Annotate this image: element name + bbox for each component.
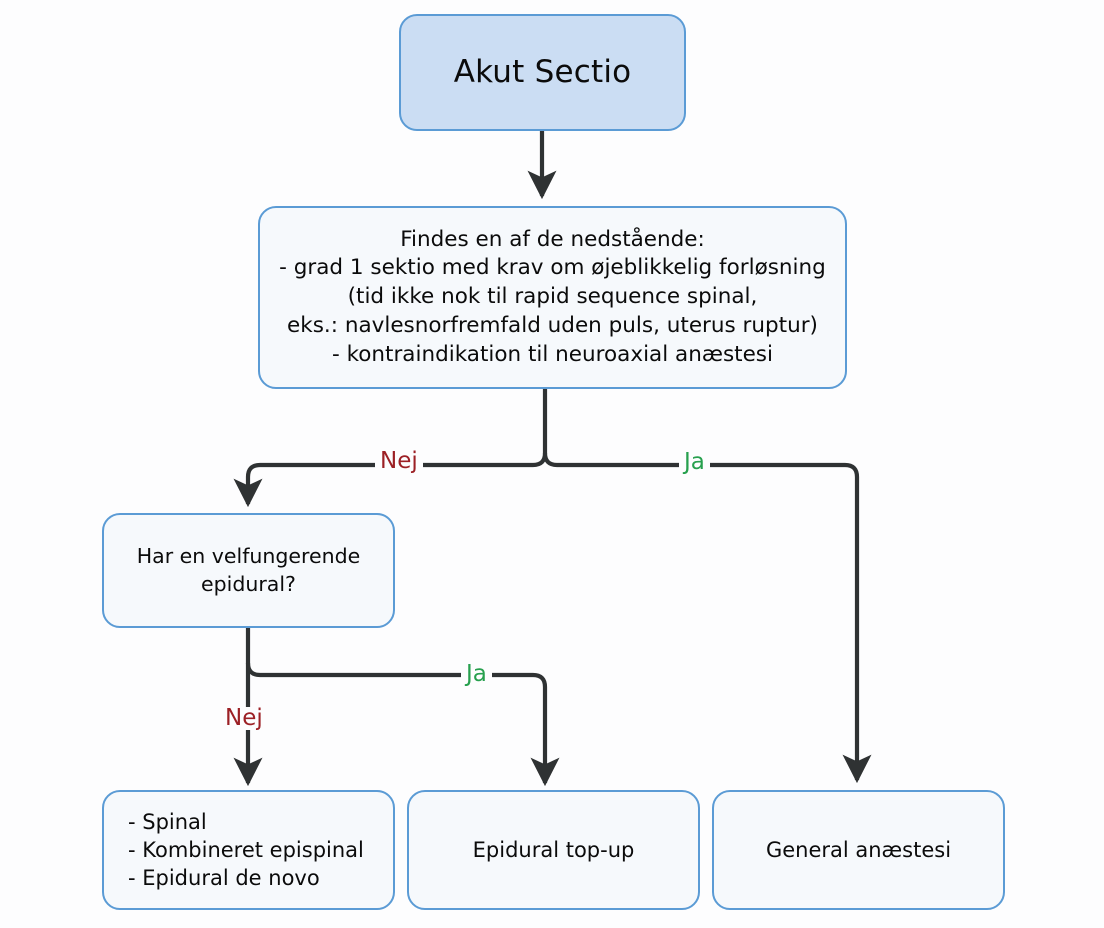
node-label: - Spinal - Kombineret epispinal - Epidur… [128,809,364,891]
edge-main-trunk [542,389,872,784]
edge-label-epidural-yes: Ja [461,663,492,686]
node-general-anaestesi[interactable]: General anæstesi [712,790,1005,910]
node-label: Akut Sectio [453,53,632,90]
node-akut-sectio[interactable]: Akut Sectio [399,14,686,131]
node-label: General anæstesi [765,837,952,862]
node-har-en-velfungerende-epidural[interactable]: Har en velfungerende epidural? [102,513,395,628]
node-label: Findes en af de nedstående: - grad 1 sek… [279,226,826,367]
node-epidural-top-up[interactable]: Epidural top-up [407,790,700,910]
node-findes-en-af-de-nedstaaende[interactable]: Findes en af de nedstående: - grad 1 sek… [258,206,847,389]
node-spinal-options[interactable]: - Spinal - Kombineret epispinal - Epidur… [102,790,395,910]
edge-epidural-yes [245,662,560,787]
edge-label-main-no: Nej [375,450,423,473]
node-label: Epidural top-up [472,837,635,862]
node-label: Har en velfungerende epidural? [136,544,361,596]
edge-label-main-yes: Ja [679,451,710,474]
edge-label-epidural-no: Nej [220,707,268,730]
